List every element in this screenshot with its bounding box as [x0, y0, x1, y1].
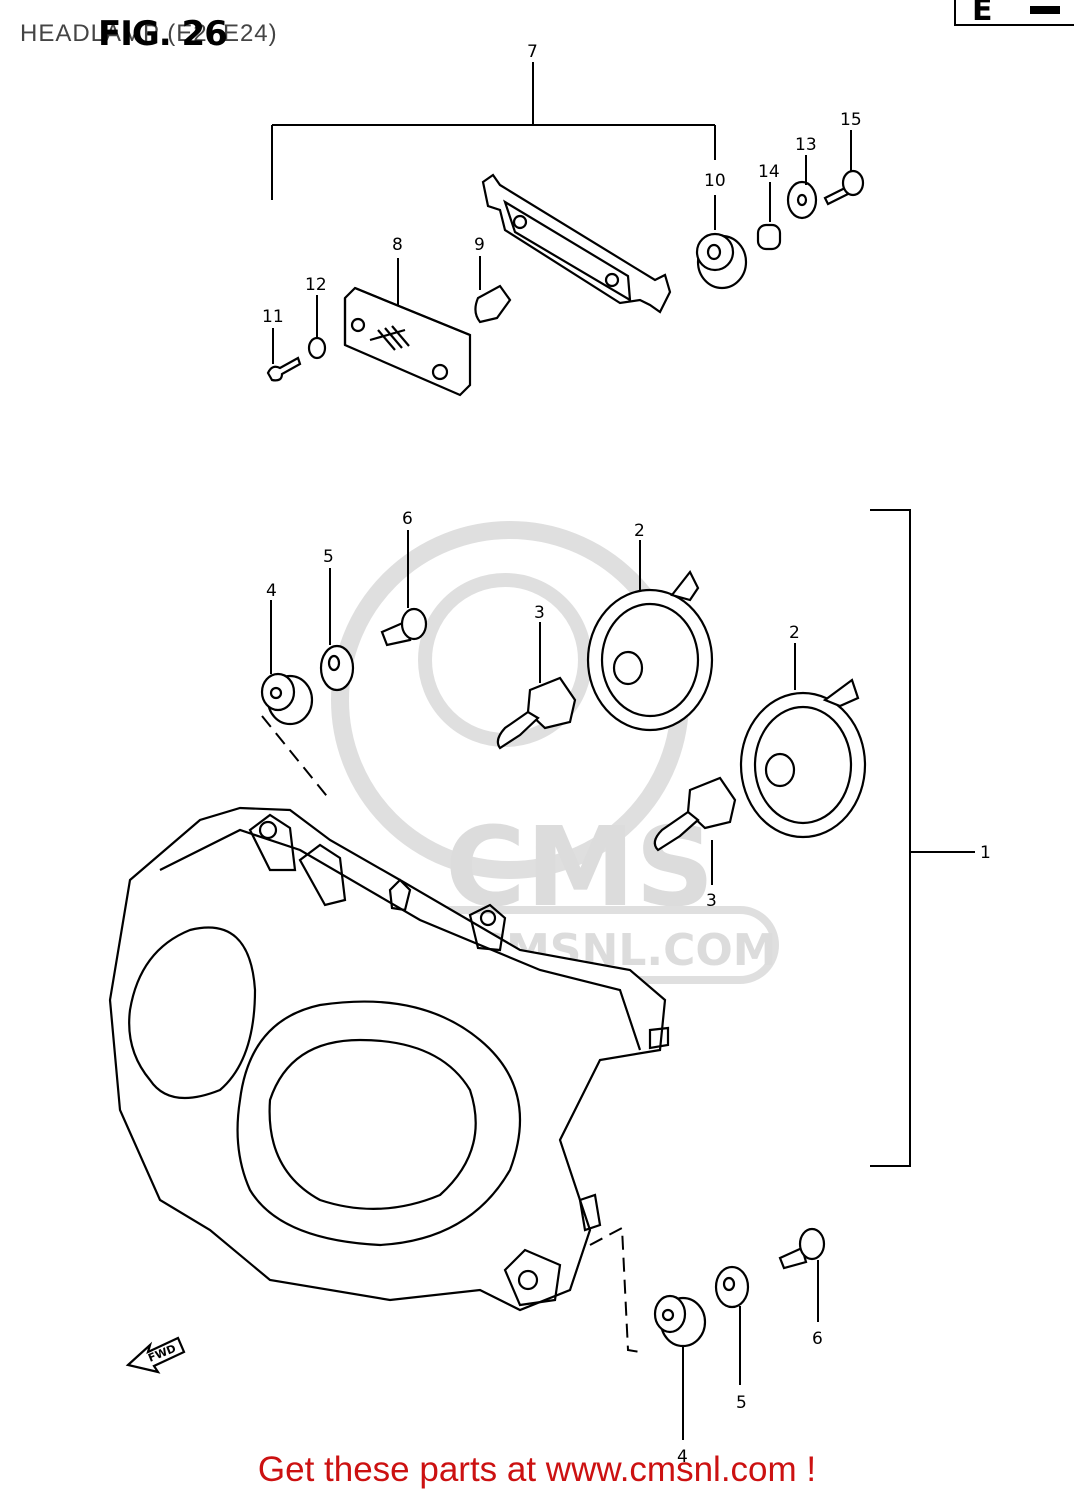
callout-6-upper: 6: [402, 509, 413, 529]
part-5-washer-upper: [319, 568, 355, 692]
part-6-screw-lower: [778, 1227, 826, 1322]
callout-2-lower: 2: [789, 623, 800, 643]
part-5-washer-lower: [714, 1265, 750, 1385]
part-8-lens: [343, 258, 472, 397]
part-7-housing: [481, 173, 672, 314]
corner-mark: E: [954, 0, 1074, 28]
part-9-bulb: [474, 256, 512, 324]
fwd-arrow: FWD: [125, 1336, 186, 1374]
headlamp-assembly: [108, 806, 670, 1312]
footer-link-text[interactable]: Get these parts at www.cmsnl.com !: [257, 1450, 817, 1489]
callout-9: 9: [474, 235, 485, 255]
callout-12: 12: [305, 275, 327, 295]
callout-15: 15: [840, 110, 862, 130]
part-3-bulb-upper: [496, 622, 577, 750]
callout-10: 10: [704, 171, 726, 191]
part-13-washer: [786, 155, 818, 220]
part-15-screw: [823, 130, 865, 206]
callout-7: 7: [527, 42, 538, 62]
part-6-screw-upper: [380, 530, 428, 647]
callout-2-upper: 2: [634, 521, 645, 541]
callout-3-upper: 3: [534, 603, 545, 623]
callout-14: 14: [758, 162, 780, 182]
part-4-grommet-upper: [260, 600, 331, 801]
callout-3-lower: 3: [706, 891, 717, 911]
callout-13: 13: [795, 135, 817, 155]
callout-11: 11: [262, 307, 284, 327]
callout-4-lower: 4: [677, 1447, 688, 1467]
part-11-screw: [266, 328, 302, 382]
part-4-grommet-lower: [589, 1226, 707, 1440]
part-10-grommet: [695, 232, 748, 290]
part-12-washer: [307, 295, 327, 360]
callout-5-lower: 5: [736, 1393, 747, 1413]
part-3-bulb-lower: [653, 776, 737, 885]
part-14-collar: [756, 182, 782, 251]
callout-6-lower: 6: [812, 1329, 823, 1349]
figure-label: FIG. 26: [98, 14, 228, 54]
corner-mark-text: E: [972, 0, 993, 28]
callout-8: 8: [392, 235, 403, 255]
bracket-group-7: [271, 62, 716, 230]
part-2-cap-lower: [739, 643, 867, 839]
part-2-cap-upper: [586, 540, 714, 732]
page-title: HEADLAMP (E2, E24): [20, 20, 278, 47]
callout-5-upper: 5: [323, 547, 334, 567]
callout-1: 1: [980, 843, 991, 863]
callout-4-upper: 4: [266, 581, 277, 601]
bracket-group-1: [870, 509, 975, 1167]
